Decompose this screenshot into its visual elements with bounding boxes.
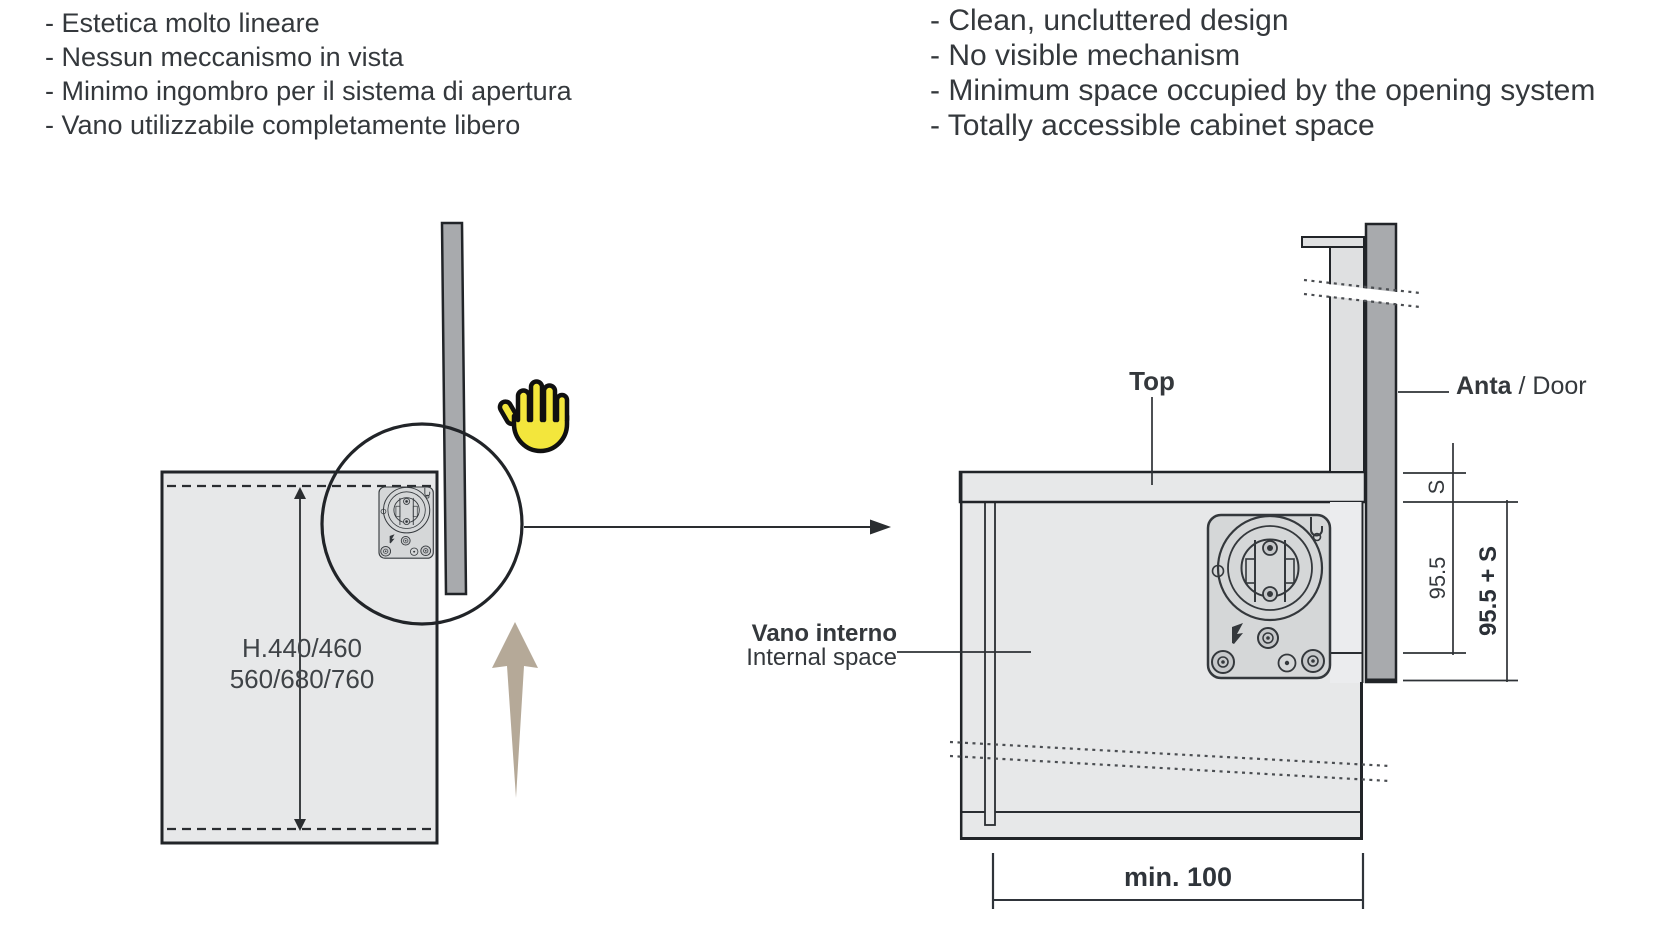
top-panel <box>958 470 1367 504</box>
feature-line: - Minimo ingombro per il sistema di aper… <box>45 76 572 106</box>
detail-zoom-circle <box>320 422 524 626</box>
leader-lines <box>897 391 1449 653</box>
door-panel-left <box>440 221 468 596</box>
mechanism-plate-large <box>1206 513 1332 680</box>
height-values-line1: H.440/460 <box>242 633 362 663</box>
internal-space-it: Vano interno <box>751 620 897 647</box>
door-label-en: / Door <box>1511 372 1587 400</box>
feature-list-english: - Clean, uncluttered design - No visible… <box>930 3 1595 143</box>
mechanism-plate-small <box>378 486 434 559</box>
front-rail <box>1330 502 1363 683</box>
height-values-line2: 560/680/760 <box>229 664 375 694</box>
door-label: Anta / Door <box>1456 372 1587 401</box>
upper-cabinet-strip <box>1329 245 1365 473</box>
dim-overall-height: 95.5 + S <box>1475 545 1502 637</box>
cabinet-height-label: H.440/460 560/680/760 <box>182 633 422 695</box>
internal-space-en: Internal space <box>746 644 897 671</box>
feature-line: - Vano utilizzabile completamente libero <box>45 110 521 140</box>
internal-space-label: Vano interno Internal space <box>690 622 897 670</box>
feature-line: - Totally accessible cabinet space <box>930 109 1375 142</box>
feature-line: - Minimum space occupied by the opening … <box>930 74 1596 107</box>
door-label-it: Anta <box>1456 372 1512 400</box>
left-cabinet-section <box>160 221 567 845</box>
feature-list-italian: - Estetica molto lineare - Nessun meccan… <box>45 6 572 142</box>
dim-mechanism-height: 95.5 <box>1425 556 1450 600</box>
height-dimension-arrow <box>294 487 306 831</box>
upper-flange <box>1301 236 1365 248</box>
dim-panel-thickness: S <box>1424 479 1449 495</box>
feature-line: - Clean, uncluttered design <box>930 4 1289 37</box>
right-cabinet-section <box>897 222 1518 909</box>
top-panel-label: Top <box>1129 366 1175 396</box>
feature-line: - Estetica molto lineare <box>45 8 320 38</box>
feature-line: - Nessun meccanismo in vista <box>45 42 404 72</box>
upper-break-lines <box>1303 278 1421 309</box>
dim-min-depth: min. 100 <box>1123 862 1233 892</box>
upward-opening-arrow-icon <box>492 622 538 798</box>
back-panel <box>984 486 996 826</box>
lower-break-lines <box>949 740 1391 783</box>
feature-line: - No visible mechanism <box>930 39 1241 72</box>
hand-icon-use <box>498 382 567 452</box>
detail-connector-arrow <box>524 519 891 535</box>
depth-dimension <box>991 853 1365 909</box>
vertical-dimensions <box>1403 443 1518 682</box>
